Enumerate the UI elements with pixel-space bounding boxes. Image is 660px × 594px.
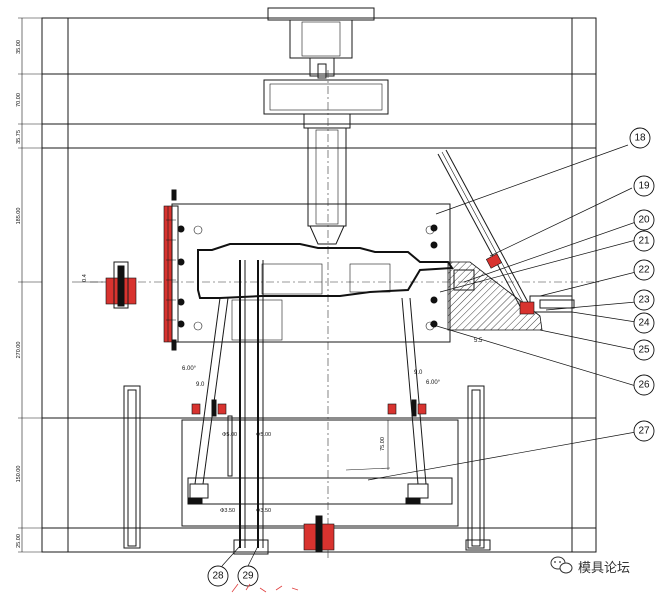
- svg-text:21: 21: [638, 236, 650, 247]
- svg-text:22: 22: [638, 265, 650, 276]
- runner-plate: [41, 73, 597, 125]
- dim-label: 35.00: [16, 40, 22, 54]
- dim-label: 35.75: [16, 130, 22, 144]
- balloon-25: 25: [633, 339, 655, 361]
- watermark-text: 模具论坛: [578, 560, 630, 575]
- balloon-29: 29: [237, 565, 259, 587]
- dim-angle-left: 6.00°: [182, 366, 197, 372]
- dim-length-left: 9.0: [196, 382, 205, 388]
- svg-text:23: 23: [638, 295, 650, 306]
- balloon-19: 19: [633, 175, 655, 197]
- svg-text:26: 26: [638, 380, 650, 391]
- dim-angle-right: 6.00°: [426, 380, 441, 386]
- dim-pin-b: Φ5.00: [256, 432, 271, 438]
- dim-label: 185.00: [16, 208, 22, 225]
- balloon-18: 18: [629, 127, 651, 149]
- lifter-dimensions: 6.00° 9.0 9.0 6.00° 5.5 75.00 Φ5.00 Φ5.0…: [182, 338, 483, 514]
- dim-label: 270.00: [16, 342, 22, 359]
- dim-length-right: 9.0: [414, 370, 423, 376]
- top-clamp-plate: [41, 17, 597, 75]
- svg-text:27: 27: [638, 426, 650, 437]
- balloon-23: 23: [633, 289, 655, 311]
- svg-text:24: 24: [638, 318, 650, 329]
- dim-label: 150.00: [16, 466, 22, 483]
- balloon-27: 27: [633, 420, 655, 442]
- svg-text:29: 29: [242, 571, 254, 582]
- wechat-icon: [550, 556, 573, 574]
- balloon-24: 24: [633, 312, 655, 334]
- ejector-housing: [41, 417, 597, 529]
- svg-text:28: 28: [212, 571, 224, 582]
- balloon-21: 21: [633, 230, 655, 252]
- return-springs: [187, 399, 427, 505]
- dim-pin-a: Φ5.00: [222, 432, 237, 438]
- sprue-assembly: [90, 7, 600, 560]
- balloon-28: 28: [207, 565, 229, 587]
- balloon-22: 22: [633, 259, 655, 281]
- svg-text:18: 18: [634, 133, 646, 144]
- svg-text:25: 25: [638, 345, 650, 356]
- guide-pins: [123, 385, 491, 553]
- balloon-20: 20: [633, 209, 655, 231]
- dim-label: 70.00: [16, 93, 22, 107]
- left-dimension-chain: 35.00 70.00 35.75 185.00 270.00 150.00 2…: [16, 17, 106, 553]
- dim-center-offset: 0.4: [82, 274, 88, 282]
- dim-bottom-a: Φ3.50: [220, 508, 235, 514]
- ejector-pins: [227, 260, 269, 555]
- dim-label: 25.00: [16, 534, 22, 548]
- dim-depth: 5.5: [474, 338, 483, 344]
- leader-lines: [221, 144, 637, 567]
- left-locating-pin: [105, 261, 137, 309]
- balloon-26: 26: [633, 374, 655, 396]
- red-markings: [231, 583, 299, 593]
- dim-bottom-b: Φ3.50: [256, 508, 271, 514]
- angled-lifters: [189, 297, 429, 499]
- left-side-core: [163, 189, 179, 351]
- cavity-insert: [171, 203, 454, 343]
- dim-height: 75.00: [380, 437, 386, 451]
- svg-text:19: 19: [638, 181, 650, 192]
- right-slide: [437, 149, 575, 331]
- watermark: 模具论坛: [550, 556, 630, 575]
- svg-text:20: 20: [638, 215, 650, 226]
- ejector-retainer-plate: [187, 477, 453, 505]
